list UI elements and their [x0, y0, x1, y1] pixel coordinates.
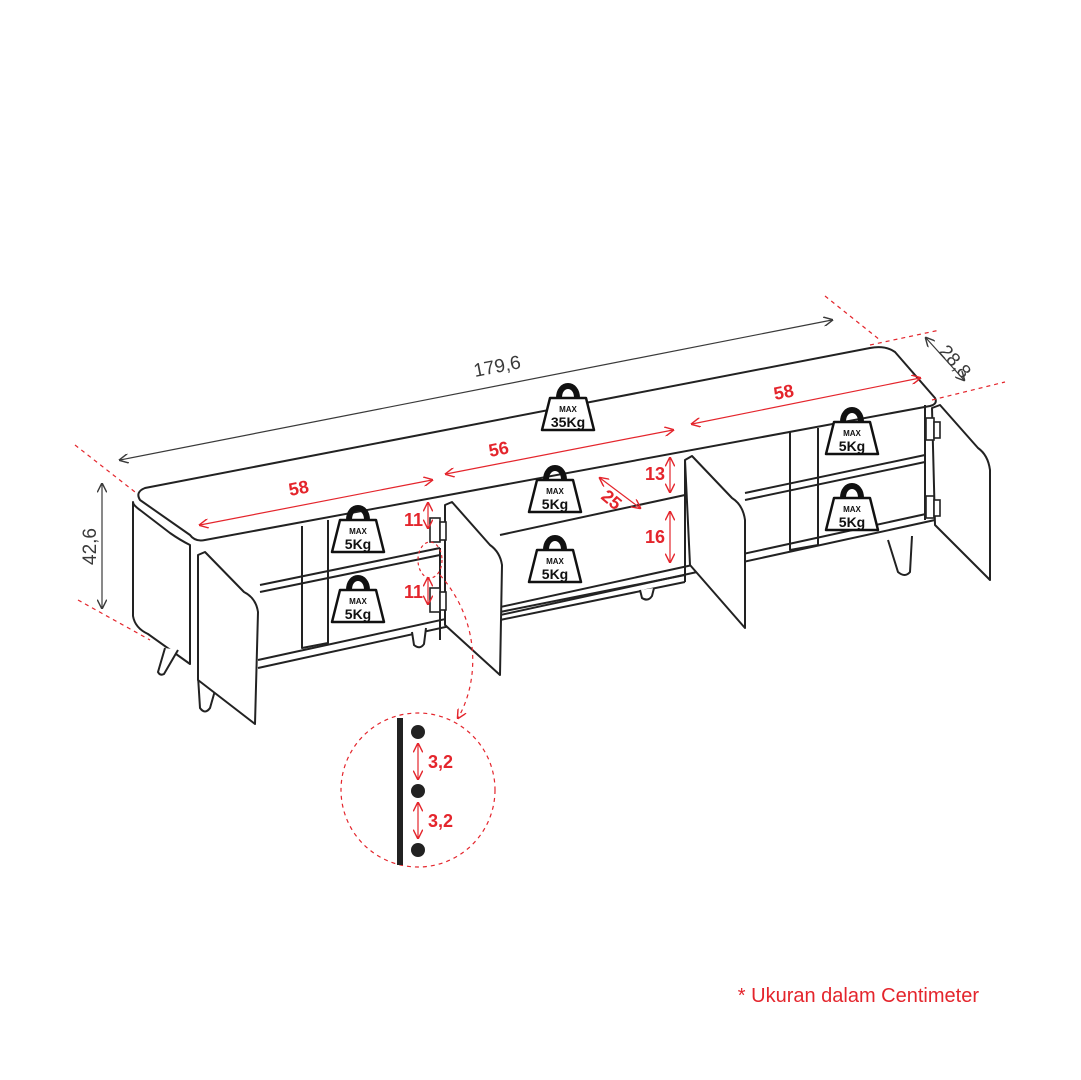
weight-center-lower-icon: MAX 5Kg [529, 538, 581, 582]
hinge-bottom-label: 11 [404, 582, 423, 602]
weight-right-upper-icon: MAX 5Kg [826, 410, 878, 454]
weight-center-upper-icon: MAX 5Kg [529, 468, 581, 512]
hole-3 [411, 843, 425, 857]
hole-spacing-1-label: 3,2 [428, 752, 453, 772]
weight-max-text: MAX [843, 505, 861, 514]
door-left [197, 551, 259, 725]
extension-lines [74, 295, 1006, 641]
weight-left-upper-icon: MAX 5Kg [332, 508, 384, 552]
lower-gap-label: 16 [645, 527, 665, 547]
weight-max-text: MAX [843, 429, 861, 438]
hole-1 [411, 725, 425, 739]
weight-top-max: MAX [559, 405, 577, 414]
right-width-label: 58 [772, 380, 795, 403]
center-width-label: 56 [487, 437, 510, 460]
height-label: 42,6 [80, 528, 101, 565]
weight-value-text: 5Kg [839, 514, 865, 530]
weight-top-value: 35Kg [551, 414, 585, 430]
left-width-label: 58 [287, 476, 310, 499]
weight-left-lower-icon: MAX 5Kg [332, 578, 384, 622]
upper-gap-label: 13 [645, 464, 665, 484]
weight-value-text: 5Kg [542, 566, 568, 582]
hole-spacing-2-label: 3,2 [428, 811, 453, 831]
hole-2 [411, 784, 425, 798]
detail-callout: 3,2 3,2 [340, 541, 496, 868]
weight-right-lower-icon: MAX 5Kg [826, 486, 878, 530]
weight-value-text: 5Kg [345, 536, 371, 552]
door-center-right [684, 455, 746, 629]
units-footnote: * Ukuran dalam Centimeter [737, 985, 979, 1007]
weight-max-text: MAX [546, 487, 564, 496]
hinge-top-label: 11 [404, 510, 423, 530]
length-label: 179,6 [472, 352, 523, 382]
weight-value-text: 5Kg [542, 496, 568, 512]
depth-label: 28,8 [934, 341, 974, 383]
weight-max-text: MAX [349, 527, 367, 536]
door-center-left [444, 501, 503, 676]
weight-max-text: MAX [349, 597, 367, 606]
weight-max-text: MAX [546, 557, 564, 566]
weight-top-icon: MAX 35Kg [542, 386, 594, 430]
door-right [931, 404, 991, 581]
overall-dimensions [102, 320, 964, 608]
weight-value-text: 5Kg [839, 438, 865, 454]
cabinet-doors [197, 404, 991, 725]
compartment-dimensions [200, 378, 920, 604]
weight-value-text: 5Kg [345, 606, 371, 622]
